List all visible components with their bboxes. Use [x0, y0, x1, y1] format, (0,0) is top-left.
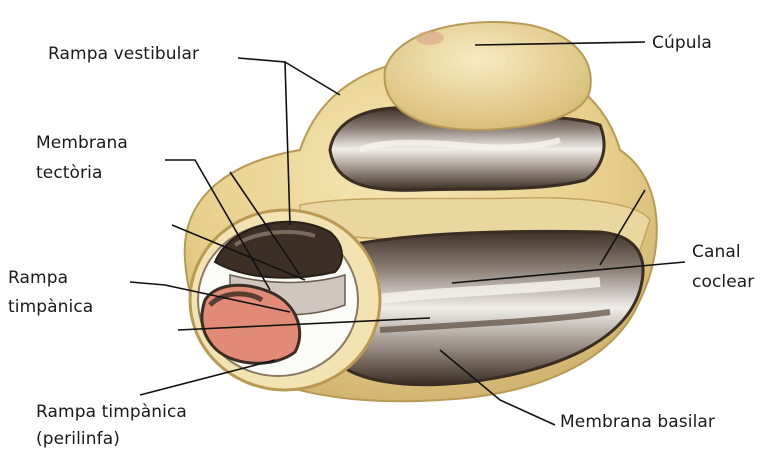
leader-rampa-vestibular-2: [285, 62, 340, 95]
label-rampa-timpanica-perilinfa-1: Rampa timpànica: [36, 402, 187, 423]
label-membrana-tectoria-2: tectòria: [36, 163, 102, 184]
label-rampa-timpanica-perilinfa-2: (perilinfa): [36, 429, 120, 450]
label-rampa-timpanica-1: Rampa: [8, 268, 68, 289]
label-membrana-tectoria-1: Membrana: [36, 133, 128, 154]
cupula-dome: [385, 22, 591, 130]
label-cupula: Cúpula: [652, 33, 712, 54]
label-rampa-timpanica-2: timpànica: [8, 297, 93, 318]
label-rampa-vestibular: Rampa vestibular: [48, 44, 199, 65]
label-canal-coclear-2: coclear: [692, 272, 754, 293]
label-canal-coclear-1: Canal: [692, 242, 741, 263]
cupula-highlight: [416, 31, 444, 45]
label-membrana-basilar: Membrana basilar: [560, 412, 715, 433]
